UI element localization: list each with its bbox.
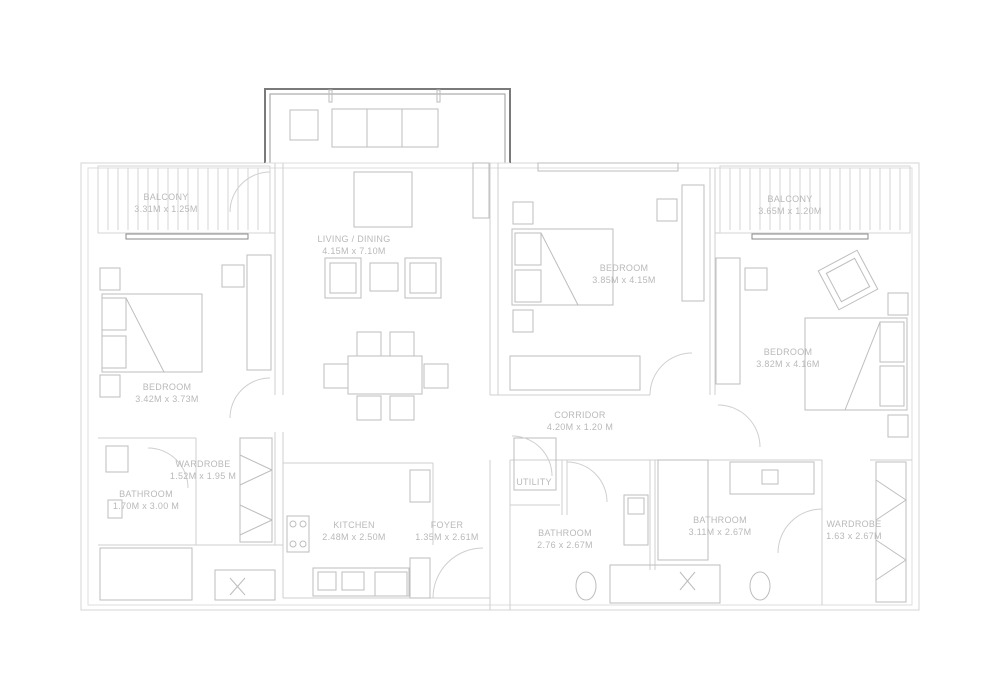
room-label-kitchen: KITCHEN 2.48M x 2.50M [322,519,385,543]
room-label-wardrobe-right: WARDROBE 1.63 x 2.67M [826,518,882,542]
room-name: BEDROOM [763,347,813,357]
room-name: BATHROOM [693,515,747,525]
room-label-utility: UTILITY [516,476,552,488]
room-name: BALCONY [767,194,813,204]
bedroom-center-furniture [509,162,705,396]
room-size: 3.85M x 4.15M [592,275,656,285]
bathroom-right-fixtures [657,459,907,603]
bathroom-left-fixtures [99,437,276,601]
room-name: BALCONY [143,192,189,202]
room-size: 3.65M x 1.20M [758,206,822,216]
room-size: 1.70M x 3.00 M [112,501,180,511]
kitchen-fixtures [286,469,484,599]
room-label-bathroom-right: BATHROOM 3.11M x 2.67M [689,514,752,538]
room-size: 3.31M x 1.25M [134,204,198,214]
room-size: 3.11M x 2.67M [688,527,752,537]
room-label-living-dining: LIVING / DINING 4.15M x 7.10M [317,233,390,257]
room-size: 1.52M x 1.95 M [169,471,237,481]
room-name: BEDROOM [142,382,192,392]
interior-walls [98,163,912,610]
room-name: BATHROOM [538,528,592,538]
outer-walls [80,88,920,611]
room-size: 3.42M x 3.73M [135,394,199,404]
dining-table [323,331,449,421]
room-label-wardrobe-left: WARDROBE 1.52M x 1.95 M [170,458,236,482]
room-size: 2.76 x 2.67M [537,540,593,550]
room-label-corridor: CORRIDOR 4.20M x 1.20 M [547,409,613,433]
room-size: 1.35M x 2.61M [415,532,479,542]
room-name: BEDROOM [599,263,649,273]
room-name: WARDROBE [175,459,231,469]
room-name: BATHROOM [119,489,173,499]
room-label-bathroom-left: BATHROOM 1.70M x 3.00 M [113,488,179,512]
bedroom-left-furniture [99,171,272,419]
room-name: KITCHEN [333,520,375,530]
room-name: CORRIDOR [554,410,606,420]
room-size: 2.48M x 2.50M [322,532,386,542]
balcony-right-railing [719,165,911,240]
room-name: FOYER [430,520,464,530]
room-size: 3.82M x 4.16M [756,359,820,369]
room-name: UTILITY [516,477,552,487]
room-label-balcony-left: BALCONY 3.31M x 1.25M [134,191,197,215]
room-label-bathroom-center: BATHROOM 2.76 x 2.67M [537,527,593,551]
room-size: 1.63 x 2.67M [826,531,882,541]
bathroom-center-fixtures [511,435,721,604]
room-label-balcony-right: BALCONY 3.65M x 1.20M [758,193,821,217]
room-size: 4.20M x 1.20 M [546,422,614,432]
room-label-bedroom-right: BEDROOM 3.82M x 4.16M [756,346,819,370]
bedroom-right-furniture [715,249,909,448]
room-label-foyer: FOYER 1.35M x 2.61M [415,519,478,543]
room-label-bedroom-center: BEDROOM 3.85M x 4.15M [592,262,655,286]
room-label-bedroom-left: BEDROOM 3.42M x 3.73M [135,381,198,405]
room-name: WARDROBE [826,519,882,529]
room-size: 4.15M x 7.10M [322,246,386,256]
balcony-left-railing [97,165,271,240]
living-furniture [289,89,490,299]
room-name: LIVING / DINING [317,234,391,244]
